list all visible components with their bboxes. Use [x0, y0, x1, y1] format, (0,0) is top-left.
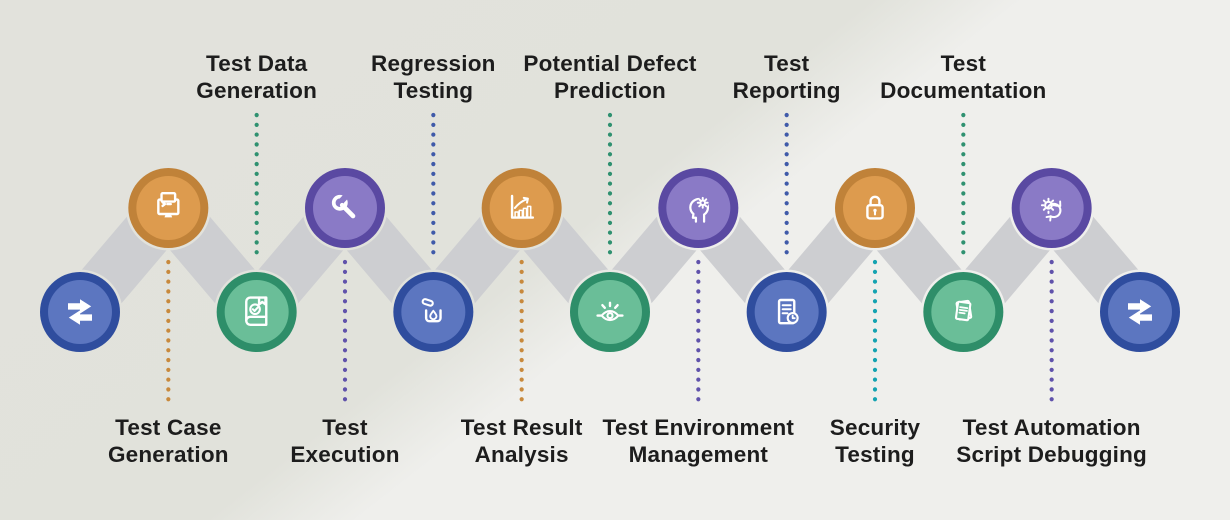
step-label: Test Reporting	[732, 51, 841, 104]
step-node-gear-sync	[1011, 168, 1092, 248]
step-label: Test Data Generation	[196, 51, 318, 104]
step-node-report-clock	[746, 272, 827, 352]
step-label: Test Case Generation	[107, 415, 229, 468]
step-label: Potential Defect Prediction	[523, 51, 697, 104]
step-node-swap-arrows	[1099, 272, 1180, 352]
step-node-code-monitor	[128, 168, 209, 248]
eye-scan-icon	[596, 301, 624, 322]
step-node-document-stack	[923, 272, 1004, 352]
step-node-book-check	[216, 272, 297, 352]
leader-dots	[166, 112, 1054, 407]
step-node-eye-scan	[569, 272, 650, 352]
book-check-icon	[245, 296, 268, 326]
head-gear-icon	[689, 196, 710, 223]
step-node-wrench	[304, 168, 385, 248]
document-stack-icon	[954, 299, 973, 322]
step-label: Test Result Analysis	[460, 415, 583, 468]
pour-liquid-icon	[421, 298, 442, 323]
step-label: Regression Testing	[371, 51, 496, 104]
gear-sync-icon	[1040, 197, 1062, 222]
step-label: Test Environment Management	[602, 415, 795, 468]
swap-arrows-icon	[68, 299, 92, 325]
step-node-growth-chart	[481, 168, 562, 248]
report-clock-icon	[777, 298, 799, 325]
step-label: Test Documentation	[880, 51, 1047, 104]
growth-chart-icon	[510, 194, 535, 219]
padlock-icon	[866, 195, 884, 220]
step-label: Test Execution	[290, 415, 400, 468]
code-monitor-icon	[157, 192, 180, 218]
wrench-icon	[331, 193, 356, 219]
step-node-padlock	[834, 168, 915, 248]
step-label: Security Testing	[829, 415, 921, 468]
step-node-pour-liquid	[393, 272, 474, 352]
step-label: Test Automation Script Debugging	[956, 415, 1147, 468]
step-node-swap-arrows	[40, 272, 120, 352]
swap-arrows-icon	[1127, 299, 1152, 325]
step-node-head-gear	[658, 168, 739, 248]
